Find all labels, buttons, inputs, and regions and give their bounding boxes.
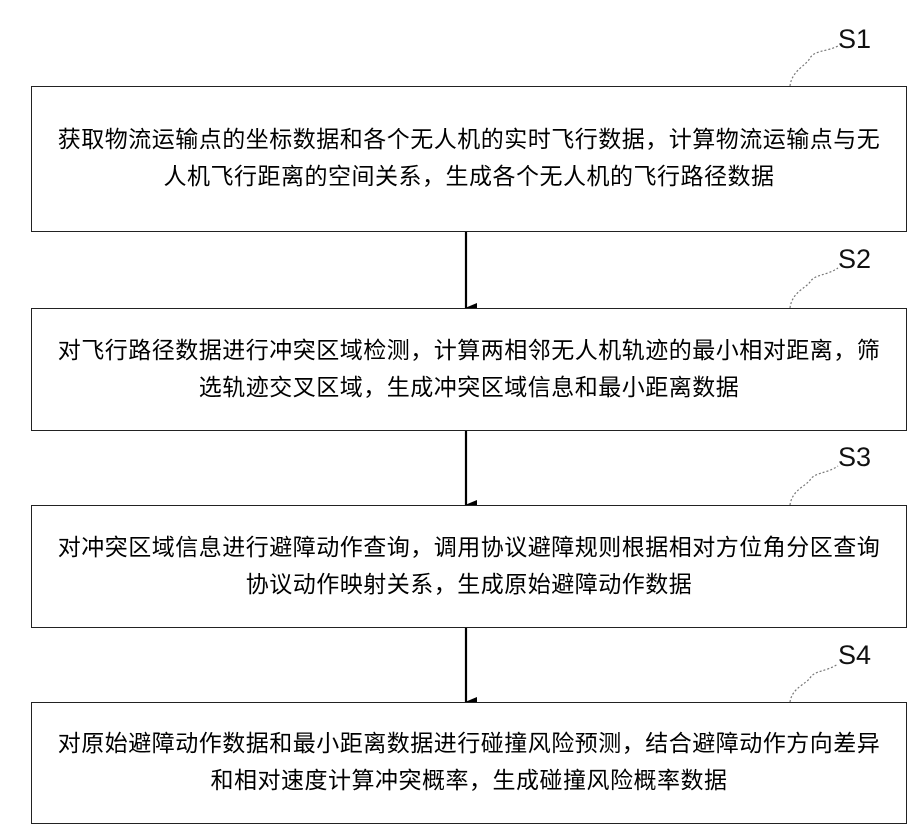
step-box-s4: 对原始避障动作数据和最小距离数据进行碰撞风险预测，结合避障动作方向差异和相对速度… bbox=[31, 702, 907, 824]
step-box-s3: 对冲突区域信息进行避障动作查询，调用协议避障规则根据相对方位角分区查询协议动作映… bbox=[31, 505, 907, 628]
leader-s4 bbox=[790, 664, 838, 702]
leader-s3 bbox=[790, 466, 838, 505]
step-box-s2: 对飞行路径数据进行冲突区域检测，计算两相邻无人机轨迹的最小相对距离，筛选轨迹交叉… bbox=[31, 308, 907, 431]
step-text-s4: 对原始避障动作数据和最小距离数据进行碰撞风险预测，结合避障动作方向差异和相对速度… bbox=[32, 726, 906, 800]
leader-s1 bbox=[790, 46, 838, 86]
step-text-s3: 对冲突区域信息进行避障动作查询，调用协议避障规则根据相对方位角分区查询协议动作映… bbox=[32, 530, 906, 604]
step-label-s3: S3 bbox=[838, 442, 871, 473]
step-label-s4: S4 bbox=[838, 640, 871, 671]
step-text-s2: 对飞行路径数据进行冲突区域检测，计算两相邻无人机轨迹的最小相对距离，筛选轨迹交叉… bbox=[32, 333, 906, 407]
step-label-s1: S1 bbox=[838, 24, 871, 55]
leader-s2 bbox=[790, 268, 838, 308]
step-label-s2: S2 bbox=[838, 244, 871, 275]
step-box-s1: 获取物流运输点的坐标数据和各个无人机的实时飞行数据，计算物流运输点与无人机飞行距… bbox=[31, 86, 907, 232]
step-text-s1: 获取物流运输点的坐标数据和各个无人机的实时飞行数据，计算物流运输点与无人机飞行距… bbox=[32, 122, 906, 196]
